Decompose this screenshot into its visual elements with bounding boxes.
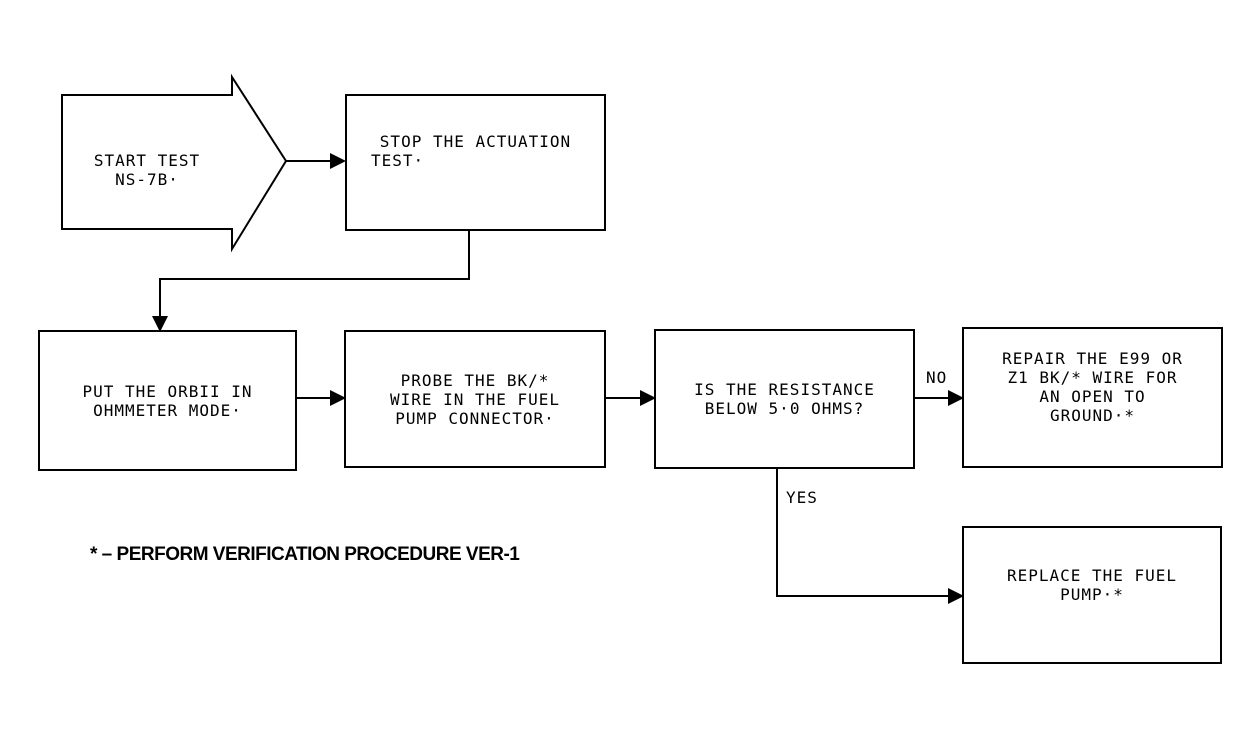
node-ohmmeter-mode: PUT THE ORBII IN OHMMETER MODE·	[38, 330, 297, 471]
node-replace-line: PUMP·*	[1060, 585, 1124, 604]
node-repair-wire: REPAIR THE E99 OR Z1 BK/* WIRE FOR AN OP…	[962, 327, 1223, 468]
node-probe-line: PUMP CONNECTOR·	[395, 408, 555, 428]
connector-yes-replace	[776, 468, 964, 604]
node-resistance-line: BELOW 5·0 OHMS?	[704, 399, 865, 418]
connector-stop-ohmmeter	[152, 230, 470, 332]
node-repair-line: REPAIR THE E99 OR	[1002, 349, 1183, 368]
node-stop-line: STOP THE ACTUATION	[379, 132, 572, 151]
footnote: * – PERFORM VERIFICATION PROCEDURE VER-1	[90, 544, 520, 565]
start-arrow-shape	[61, 73, 288, 253]
node-repair-line: Z1 BK/* WIRE FOR	[1007, 368, 1178, 387]
node-repair-line: AN OPEN TO	[1039, 387, 1146, 406]
node-start-line: NS-7B·	[115, 170, 179, 189]
node-probe-wire: PROBE THE BK/* WIRE IN THE FUEL PUMP CON…	[344, 330, 606, 468]
node-replace-pump: REPLACE THE FUEL PUMP·*	[962, 526, 1222, 664]
node-ohmmeter-line: PUT THE ORBII IN	[82, 381, 253, 401]
node-start-line: START TEST	[93, 151, 201, 170]
edge-label-yes: YES	[786, 488, 818, 507]
node-stop-line: TEST·	[371, 151, 425, 170]
edge-label-no: NO	[926, 368, 948, 387]
node-resistance-check: IS THE RESISTANCE BELOW 5·0 OHMS?	[654, 329, 915, 469]
node-replace-line: REPLACE THE FUEL	[1006, 566, 1178, 585]
node-stop-actuation: STOP THE ACTUATION TEST·	[345, 94, 606, 231]
node-start: START TEST NS-7B·	[62, 95, 232, 245]
node-probe-line: WIRE IN THE FUEL	[389, 389, 561, 409]
node-resistance-line: IS THE RESISTANCE	[694, 380, 875, 399]
node-probe-line: PROBE THE BK/*	[400, 370, 550, 390]
node-ohmmeter-line: OHMMETER MODE·	[93, 400, 242, 420]
node-repair-line: GROUND·*	[1049, 406, 1136, 425]
